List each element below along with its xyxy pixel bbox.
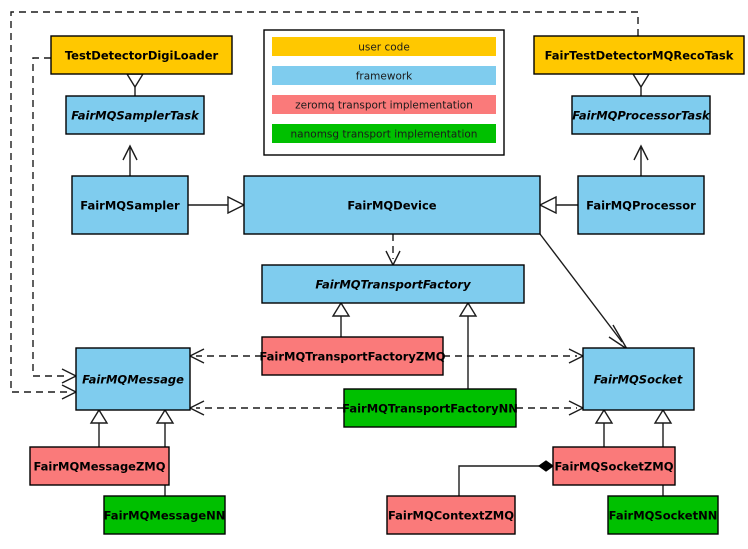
node-label-fairtestdetectormqrecotask: FairTestDetectorMQRecoTask xyxy=(545,49,734,63)
node-fairmqtransportfactorynn[interactable]: FairMQTransportFactoryNN xyxy=(342,388,518,428)
edge-samplertask-generalizes-sampler xyxy=(122,144,138,176)
node-fairmqsamplertask[interactable]: FairMQSamplerTask xyxy=(65,95,205,135)
node-label-fairmqtransportfactorynn: FairMQTransportFactoryNN xyxy=(342,402,518,416)
legend-item-zeromq: zeromq transport implementation xyxy=(272,95,496,114)
edge-transportfactorynn-generalizes-transportfactory xyxy=(458,301,478,389)
legend-item-framework: framework xyxy=(272,66,496,85)
edge-sampler-generalizes-device xyxy=(188,195,246,215)
legend-swatch-nanomsg xyxy=(272,124,496,143)
node-fairmqdevice[interactable]: FairMQDevice xyxy=(243,175,541,235)
legend-swatch-user-code xyxy=(272,37,496,56)
node-fairmqsocketnn[interactable]: FairMQSocketNN xyxy=(607,495,719,535)
legend-label-zeromq: zeromq transport implementation xyxy=(295,100,473,112)
node-label-fairmqsocket: FairMQSocket xyxy=(594,373,683,387)
node-label-fairmqtransportfactory: FairMQTransportFactory xyxy=(315,278,471,292)
node-label-fairmqmessagenn: FairMQMessageNN xyxy=(104,509,226,523)
node-label-fairmqmessagezmq: FairMQMessageZMQ xyxy=(33,460,165,474)
node-label-testdetectordigiloader: TestDetectorDigiLoader xyxy=(65,49,219,63)
node-testdetectordigiloader[interactable]: TestDetectorDigiLoader xyxy=(50,35,233,75)
legend-item-nanomsg: nanomsg transport implementation xyxy=(272,124,496,143)
node-fairtestdetectormqrecotask[interactable]: FairTestDetectorMQRecoTask xyxy=(533,35,745,75)
node-label-fairmqsocketzmq: FairMQSocketZMQ xyxy=(555,460,674,474)
node-fairmqmessage[interactable]: FairMQMessage xyxy=(75,347,191,411)
node-label-fairmqtransportfactoryzmq: FairMQTransportFactoryZMQ xyxy=(259,350,445,364)
legend-item-user-code: user code xyxy=(272,37,496,56)
legend-label-framework: framework xyxy=(356,71,413,83)
node-fairmqsocketzmq[interactable]: FairMQSocketZMQ xyxy=(552,446,676,486)
node-fairmqmessagenn[interactable]: FairMQMessageNN xyxy=(103,495,226,535)
node-label-fairmqsocketnn: FairMQSocketNN xyxy=(609,509,718,523)
legend: user code framework zeromq transport imp… xyxy=(263,29,505,156)
edge-processortask-generalizes-processor xyxy=(633,144,649,176)
node-fairmqtransportfactoryzmq[interactable]: FairMQTransportFactoryZMQ xyxy=(259,336,446,376)
node-label-fairmqprocessortask: FairMQProcessorTask xyxy=(572,109,711,123)
node-layer: TestDetectorDigiLoader FairMQSamplerTask… xyxy=(29,35,745,535)
edge-transportfactoryzmq-generalizes-transportfactory xyxy=(331,301,351,337)
edge-processor-generalizes-device xyxy=(538,195,578,215)
node-fairmqmessagezmq[interactable]: FairMQMessageZMQ xyxy=(29,446,170,486)
node-fairmqprocessortask[interactable]: FairMQProcessorTask xyxy=(571,95,711,135)
legend-label-user-code: user code xyxy=(358,42,410,54)
node-label-fairmqsampler: FairMQSampler xyxy=(80,199,180,213)
node-fairmqsocket[interactable]: FairMQSocket xyxy=(582,347,695,411)
legend-swatch-zeromq xyxy=(272,95,496,114)
node-label-fairmqsamplertask: FairMQSamplerTask xyxy=(71,109,200,123)
node-fairmqprocessor[interactable]: FairMQProcessor xyxy=(577,175,705,235)
node-fairmqtransportfactory[interactable]: FairMQTransportFactory xyxy=(261,264,525,304)
node-label-fairmqcontextzmq: FairMQContextZMQ xyxy=(388,509,514,523)
legend-label-nanomsg: nanomsg transport implementation xyxy=(291,129,478,141)
node-label-fairmqprocessor: FairMQProcessor xyxy=(586,199,696,213)
edge-socketzmq-generalizes-socket xyxy=(594,408,614,447)
node-label-fairmqmessage: FairMQMessage xyxy=(82,373,184,387)
node-fairmqsampler[interactable]: FairMQSampler xyxy=(71,175,189,235)
edge-messagezmq-generalizes-message xyxy=(89,408,109,447)
legend-swatch-framework xyxy=(272,66,496,85)
node-fairmqcontextzmq[interactable]: FairMQContextZMQ xyxy=(386,495,516,535)
node-label-fairmqdevice: FairMQDevice xyxy=(347,199,436,213)
